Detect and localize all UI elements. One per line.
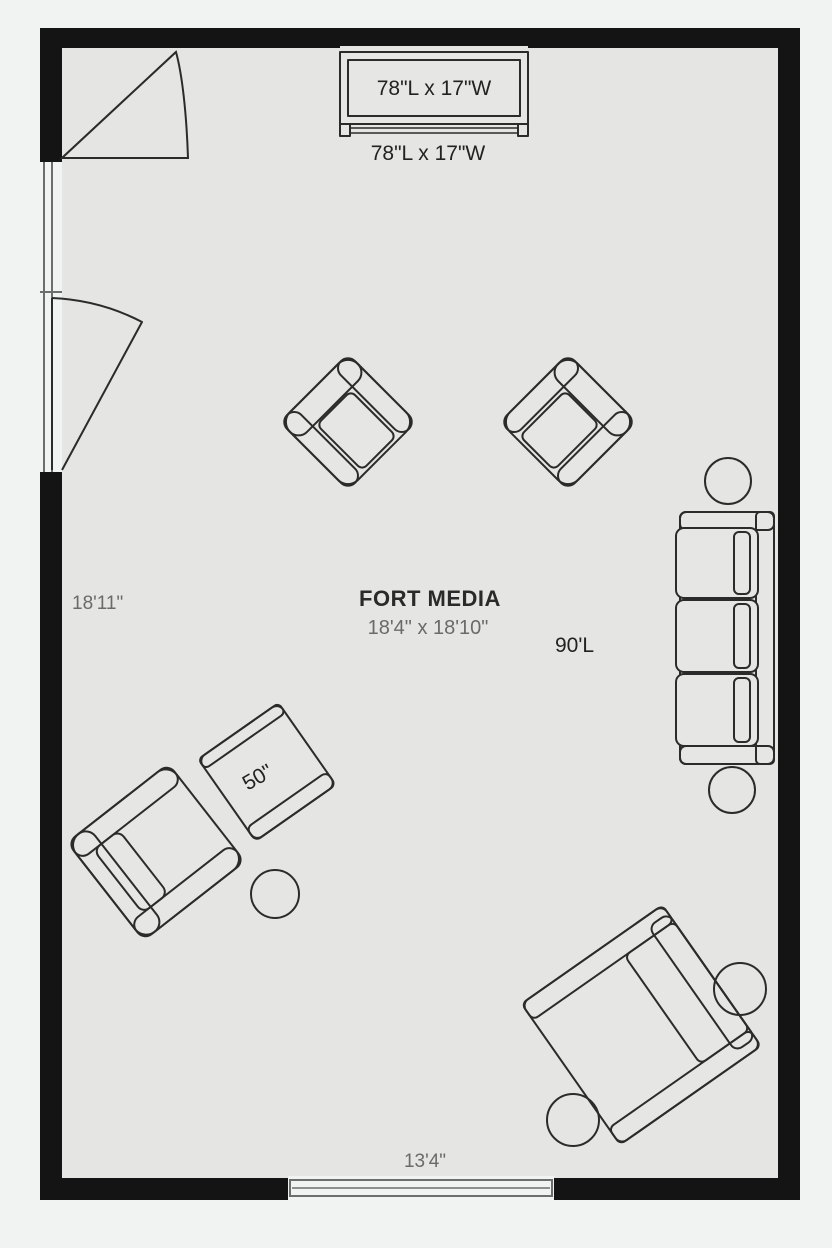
armchair-left[interactable] (280, 354, 416, 490)
room-name: FORT MEDIA (359, 586, 501, 611)
lower-door-swing[interactable] (51, 297, 143, 471)
media-console[interactable] (339, 51, 529, 137)
side-table-chaise-top[interactable] (713, 962, 767, 1016)
side-table-chaise-bottom[interactable] (546, 1093, 600, 1147)
top-wall-opening (340, 46, 528, 52)
lounge-chair-left[interactable] (67, 764, 244, 941)
left-wall-dimension: 18'11" (72, 593, 123, 614)
room-dimensions: 18'4" x 18'10" (368, 617, 489, 639)
console-outer-label: 78"L x 17"W (371, 142, 486, 165)
side-table-sofa-top[interactable] (704, 457, 752, 505)
armchair-right[interactable] (500, 354, 636, 490)
sofa[interactable] (675, 511, 775, 765)
side-table-sofa-bottom[interactable] (708, 766, 756, 814)
left-wall-opening (38, 160, 62, 474)
upper-door-swing[interactable] (59, 50, 190, 159)
bottom-window-frame (289, 1179, 553, 1197)
console-inner-label: 78"L x 17"W (377, 77, 492, 100)
ottoman[interactable] (198, 703, 336, 841)
sofa-length-label: 90'L (555, 634, 594, 657)
bottom-wall-dimension: 13'4" (404, 1151, 446, 1172)
chaise-lounge[interactable] (521, 905, 761, 1145)
side-table-lounge[interactable] (250, 869, 300, 919)
